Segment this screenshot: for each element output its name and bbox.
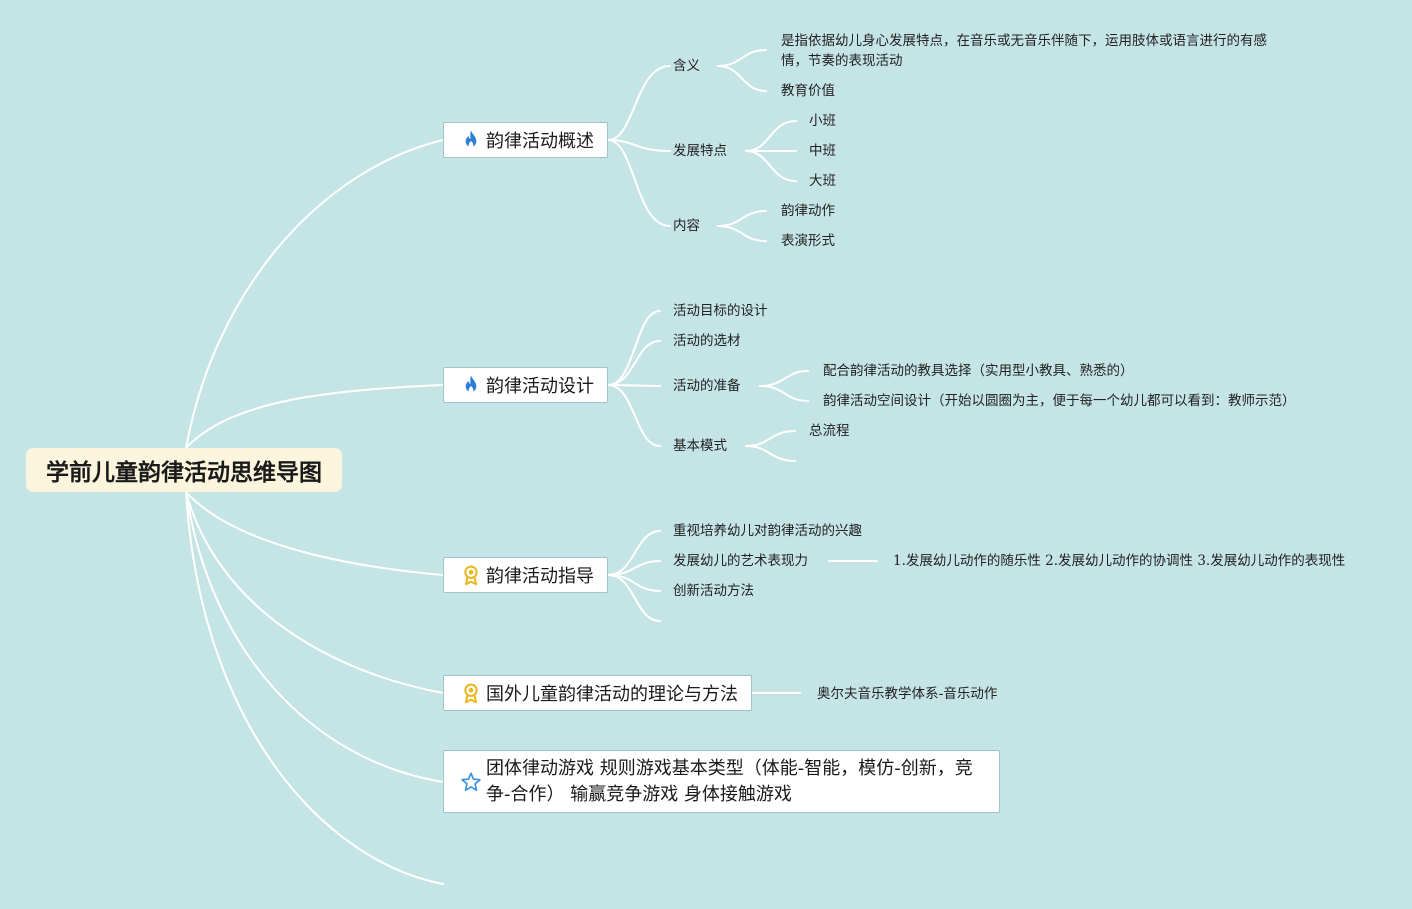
branch-label: 韵律活动概述 — [486, 131, 594, 152]
branch-rhythm-overview[interactable]: 韵律活动概述 — [443, 122, 608, 158]
node-activity-preparation[interactable]: 活动的准备 — [673, 378, 741, 394]
node-development-features[interactable]: 发展特点 — [673, 143, 727, 159]
node-middle-class[interactable]: 中班 — [809, 143, 836, 159]
branch-label: 国外儿童韵律活动的理论与方法 — [486, 684, 738, 705]
node-expression-details[interactable]: 1.发展幼儿动作的随乐性 2.发展幼儿动作的协调性 3.发展幼儿动作的表现性 — [893, 553, 1346, 569]
node-teaching-aids[interactable]: 配合韵律活动的教具选择（实用型小教具、熟悉的） — [823, 363, 1134, 379]
branch-foreign-theories[interactable]: 国外儿童韵律活动的理论与方法 — [443, 675, 752, 711]
fire-icon — [465, 130, 477, 148]
root-node[interactable]: 学前儿童韵律活动思维导图 — [26, 448, 342, 492]
node-material-selection[interactable]: 活动的选材 — [673, 333, 741, 349]
node-content[interactable]: 内容 — [673, 218, 700, 234]
node-artistic-expression[interactable]: 发展幼儿的艺术表现力 — [673, 553, 808, 569]
fire-icon — [465, 375, 477, 393]
node-space-design[interactable]: 韵律活动空间设计（开始以圆圈为主，便于每一个幼儿都可以看到：教师示范） — [823, 393, 1296, 409]
root-title: 学前儿童韵律活动思维导图 — [46, 460, 322, 486]
node-orff-system[interactable]: 奥尔夫音乐教学体系-音乐动作 — [817, 686, 998, 702]
branch-rhythm-design[interactable]: 韵律活动设计 — [443, 367, 608, 403]
node-general-process[interactable]: 总流程 — [809, 423, 850, 439]
node-educational-value[interactable]: 教育价值 — [781, 83, 835, 99]
node-large-class[interactable]: 大班 — [809, 173, 836, 189]
node-goal-design[interactable]: 活动目标的设计 — [673, 303, 768, 319]
award-icon — [464, 565, 478, 586]
branch-group-games[interactable]: 团体律动游戏 规则游戏基本类型（体能-智能，模仿-创新，竞争-合作） 输赢竞争游… — [443, 750, 1000, 813]
award-icon — [464, 683, 478, 704]
node-performance-forms[interactable]: 表演形式 — [781, 233, 835, 249]
branch-label: 韵律活动设计 — [486, 376, 594, 397]
node-cultivate-interest[interactable]: 重视培养幼儿对韵律活动的兴趣 — [673, 523, 862, 539]
branch-label: 韵律活动指导 — [486, 566, 594, 587]
branch-rhythm-guidance[interactable]: 韵律活动指导 — [443, 557, 608, 593]
star-icon — [461, 771, 481, 791]
node-rhythm-movements[interactable]: 韵律动作 — [781, 203, 835, 219]
node-meaning-definition[interactable]: 是指依据幼儿身心发展特点，在音乐或无音乐伴随下，运用肢体或语言进行的有感情，节奏… — [781, 33, 1267, 69]
node-basic-mode[interactable]: 基本模式 — [673, 438, 727, 454]
branch-label: 团体律动游戏 规则游戏基本类型（体能-智能，模仿-创新，竞争-合作） 输赢竞争游… — [486, 757, 973, 805]
node-small-class[interactable]: 小班 — [809, 113, 836, 129]
node-innovative-methods[interactable]: 创新活动方法 — [673, 583, 754, 599]
node-meaning[interactable]: 含义 — [673, 58, 700, 74]
